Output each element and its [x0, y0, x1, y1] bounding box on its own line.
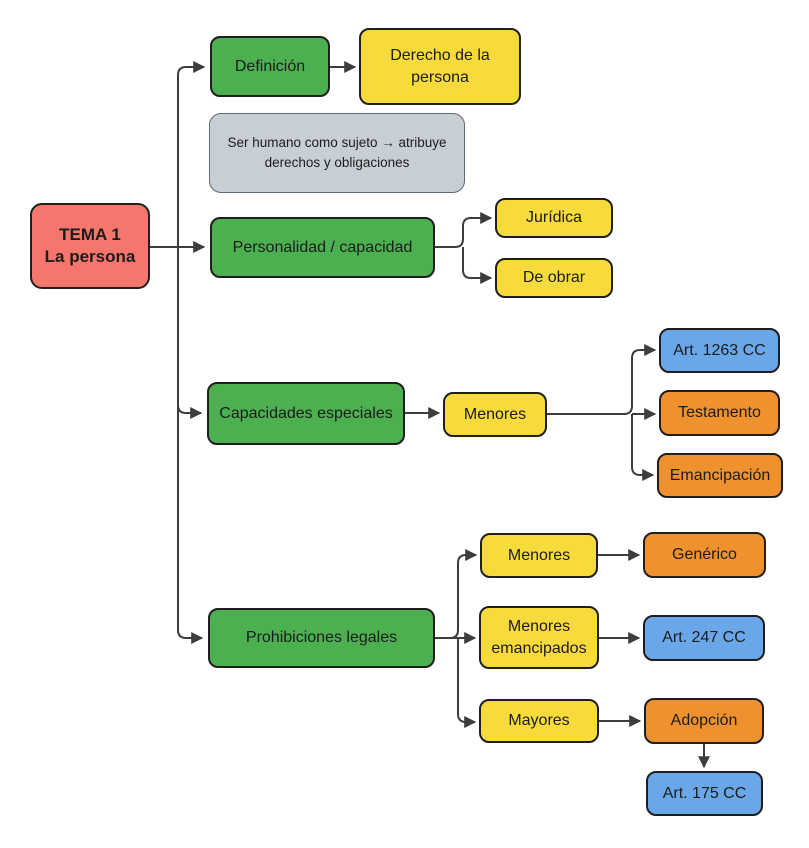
edge-personalidad-juridica	[435, 212, 493, 248]
node-label-de-obrar: De obrar	[522, 269, 586, 287]
node-label-art-1263-cc: Art. 1263 CC	[673, 341, 766, 359]
edge-prohibiciones-menores	[435, 549, 478, 639]
edge-tema-definicion	[177, 61, 206, 247]
node-label-generico: Genérico	[672, 546, 737, 564]
node-label-juridica: Jurídica	[525, 209, 583, 227]
node-label-art-175-cc: Art. 175 CC	[662, 784, 747, 802]
node-label-testamento: Testamento	[678, 404, 761, 422]
edge-prohibiciones-mayores	[457, 638, 477, 728]
node-juridica: Jurídica	[495, 198, 613, 238]
node-tema: TEMA 1 La persona	[30, 203, 150, 289]
node-label-tema: TEMA 1 La persona	[44, 224, 136, 266]
node-label-derecho-persona: Derecho de la persona	[390, 47, 490, 86]
edge-menores-art1263	[547, 344, 657, 415]
node-label-emancipacion: Emancipación	[669, 466, 771, 484]
node-adopcion: Adopción	[644, 698, 764, 744]
node-label-prohibiciones-legales: Prohibiciones legales	[245, 629, 398, 647]
node-testamento: Testamento	[659, 390, 780, 436]
node-label-art-247-cc: Art. 247 CC	[662, 629, 746, 647]
edge-tema-capacidades	[177, 404, 203, 419]
node-mayores: Mayores	[479, 699, 599, 743]
node-prohibiciones-legales: Prohibiciones legales	[208, 608, 435, 668]
node-capacidades-especiales: Capacidades especiales	[207, 382, 405, 445]
edge-personalidad-deobrar	[462, 247, 493, 284]
node-art-247-cc: Art. 247 CC	[643, 615, 765, 661]
node-label-personalidad-capacidad: Personalidad / capacidad	[232, 238, 413, 256]
node-label-definicion: Definición	[234, 57, 306, 75]
node-definicion: Definición	[210, 36, 330, 97]
node-de-obrar: De obrar	[495, 258, 613, 298]
node-menores-emancipados: Menores emancipados	[479, 606, 599, 669]
edge-menores-emancipacion	[631, 414, 655, 481]
node-label-menores-capacidades: Menores	[463, 405, 527, 423]
node-label-adopcion: Adopción	[670, 712, 738, 730]
edge-tema-prohibiciones	[177, 247, 204, 644]
node-label-menores-emancipados: Menores emancipados	[491, 618, 587, 657]
node-label-mayores: Mayores	[508, 712, 570, 730]
node-nota-ser-humano: Ser humano como sujeto → atribuye derech…	[209, 113, 465, 193]
node-art-175-cc: Art. 175 CC	[646, 771, 763, 816]
node-menores-prohibiciones: Menores	[480, 533, 598, 578]
node-label-capacidades-especiales: Capacidades especiales	[219, 404, 393, 422]
node-derecho-persona: Derecho de la persona	[359, 28, 521, 105]
node-generico: Genérico	[643, 532, 766, 578]
node-art-1263-cc: Art. 1263 CC	[659, 328, 780, 373]
node-menores-capacidades: Menores	[443, 392, 547, 437]
node-label-nota-ser-humano: Ser humano como sujeto → atribuye derech…	[227, 134, 447, 170]
node-emancipacion: Emancipación	[657, 453, 783, 498]
node-personalidad-capacidad: Personalidad / capacidad	[210, 217, 435, 278]
node-label-menores-prohibiciones: Menores	[507, 546, 571, 564]
